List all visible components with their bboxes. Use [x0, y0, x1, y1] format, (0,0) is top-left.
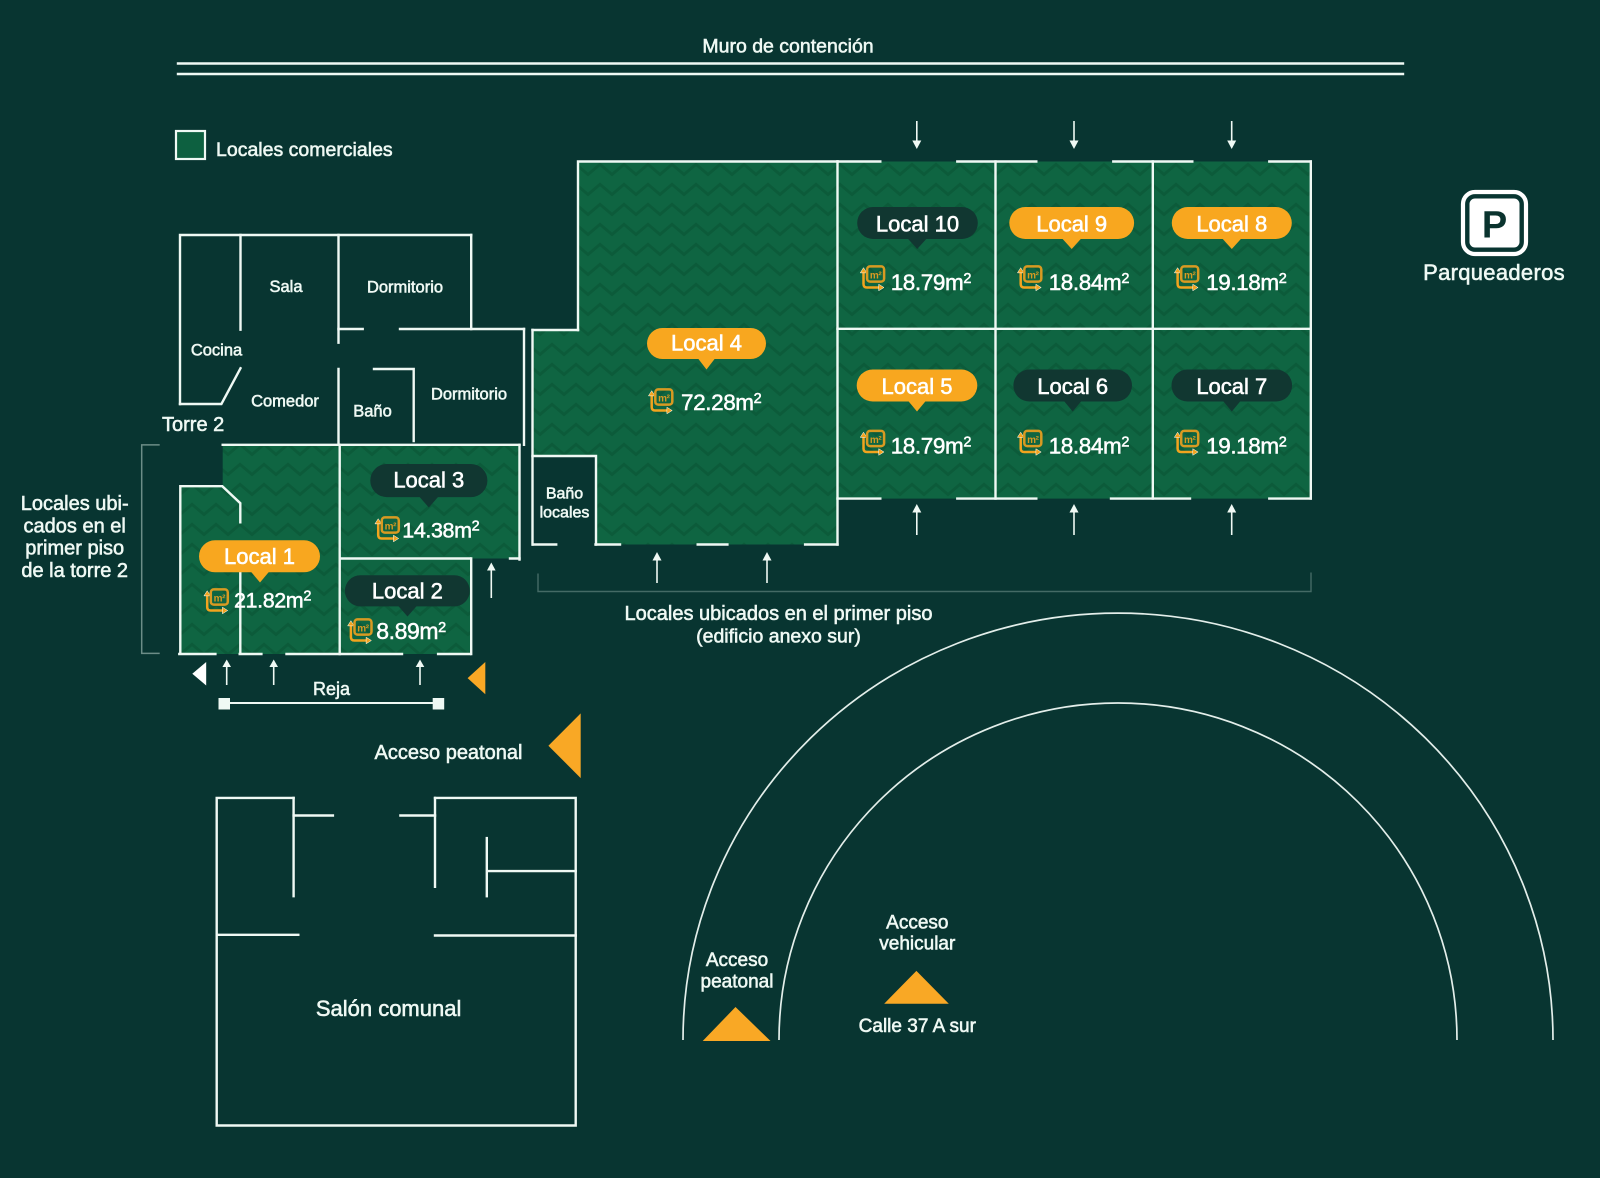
svg-text:18.79m2: 18.79m2	[891, 434, 972, 459]
svg-text:Dormitorio: Dormitorio	[431, 385, 507, 403]
svg-text:Local 10: Local 10	[876, 212, 959, 237]
svg-text:Locales ubicados en el primer: Locales ubicados en el primer piso	[625, 603, 933, 625]
svg-text:72.28m2: 72.28m2	[681, 390, 762, 415]
svg-text:de la torre 2: de la torre 2	[21, 560, 128, 582]
svg-text:Calle 37 A sur: Calle 37 A sur	[859, 1016, 977, 1037]
svg-text:peatonal: peatonal	[701, 972, 774, 993]
svg-text:Locales comerciales: Locales comerciales	[216, 139, 393, 161]
svg-text:18.84m2: 18.84m2	[1049, 434, 1130, 459]
svg-text:Reja: Reja	[313, 679, 351, 699]
svg-text:locales: locales	[540, 505, 590, 522]
svg-text:Salón comunal: Salón comunal	[316, 996, 462, 1021]
svg-text:Cocina: Cocina	[191, 342, 243, 360]
svg-text:Torre 2: Torre 2	[162, 414, 224, 436]
svg-text:Local 4: Local 4	[671, 331, 742, 356]
svg-text:21.82m2: 21.82m2	[234, 589, 311, 613]
svg-text:Muro de contención: Muro de contención	[702, 36, 873, 58]
svg-text:Local 7: Local 7	[1196, 374, 1267, 399]
svg-text:Local 9: Local 9	[1036, 212, 1107, 237]
svg-text:Local 3: Local 3	[393, 468, 464, 493]
svg-text:vehicular: vehicular	[879, 934, 956, 955]
svg-text:Baño: Baño	[353, 403, 392, 421]
svg-text:Dormitorio: Dormitorio	[367, 279, 443, 297]
svg-text:Sala: Sala	[269, 278, 303, 296]
svg-text:Acceso: Acceso	[706, 950, 768, 971]
svg-text:8.89m2: 8.89m2	[376, 618, 446, 644]
svg-text:Parqueaderos: Parqueaderos	[1423, 260, 1565, 285]
svg-text:Comedor: Comedor	[251, 393, 319, 411]
svg-text:Locales ubi-: Locales ubi-	[21, 493, 129, 515]
svg-text:primer piso: primer piso	[25, 538, 124, 560]
svg-text:Acceso: Acceso	[886, 912, 948, 933]
svg-text:cados en el: cados en el	[24, 515, 126, 537]
svg-text:14.38m2: 14.38m2	[402, 519, 479, 543]
svg-text:18.84m2: 18.84m2	[1049, 270, 1130, 295]
svg-text:Local 2: Local 2	[372, 579, 443, 604]
svg-text:(edificio anexo sur): (edificio anexo sur)	[696, 626, 861, 648]
svg-text:Baño: Baño	[546, 486, 583, 503]
svg-text:Local 1: Local 1	[224, 544, 295, 569]
svg-text:18.79m2: 18.79m2	[891, 270, 972, 295]
svg-text:Acceso peatonal: Acceso peatonal	[375, 742, 523, 764]
svg-text:Local 6: Local 6	[1037, 374, 1108, 399]
svg-text:Local 5: Local 5	[882, 374, 953, 399]
svg-text:19.18m2: 19.18m2	[1206, 270, 1287, 295]
svg-text:Local 8: Local 8	[1196, 212, 1267, 237]
svg-text:19.18m2: 19.18m2	[1206, 434, 1287, 459]
svg-text:P: P	[1482, 205, 1507, 247]
